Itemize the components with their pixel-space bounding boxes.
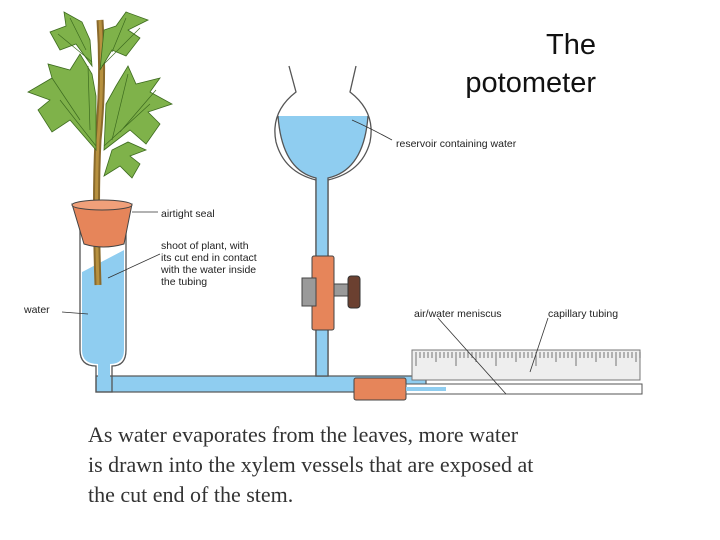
airtight-bung	[71, 199, 133, 248]
label-airtight-seal: airtight seal	[161, 208, 215, 220]
title-line-1: The	[546, 29, 596, 61]
label-shoot: shoot of plant, with its cut end in cont…	[161, 240, 257, 288]
capillary-tube	[405, 383, 643, 395]
label-leaders	[61, 119, 549, 395]
title-line-2: potometer	[465, 67, 596, 99]
label-water: water	[24, 304, 50, 316]
caption-line-2: is drawn into the xylem vessels that are…	[88, 452, 534, 477]
tap-clamp	[301, 255, 361, 331]
reservoir-flask	[274, 65, 372, 377]
label-shoot-line-4: the tubing	[161, 276, 208, 288]
label-reservoir: reservoir containing water	[396, 138, 517, 150]
leaf-veins	[51, 17, 157, 147]
tube-connector	[353, 377, 407, 401]
label-shoot-line-2: its cut end in contact	[161, 252, 257, 264]
caption-line-1: As water evaporates from the leaves, mor…	[88, 422, 519, 447]
label-meniscus: air/water meniscus	[414, 308, 502, 320]
caption-line-3: the cut end of the stem.	[88, 482, 294, 507]
ruler-scale	[411, 349, 641, 381]
label-shoot-line-3: with the water inside	[161, 264, 257, 276]
label-shoot-line-1: shoot of plant, with	[161, 240, 249, 252]
label-capillary: capillary tubing	[548, 308, 619, 320]
page-title: The potometer	[396, 26, 596, 102]
caption: As water evaporates from the leaves, mor…	[88, 420, 688, 510]
